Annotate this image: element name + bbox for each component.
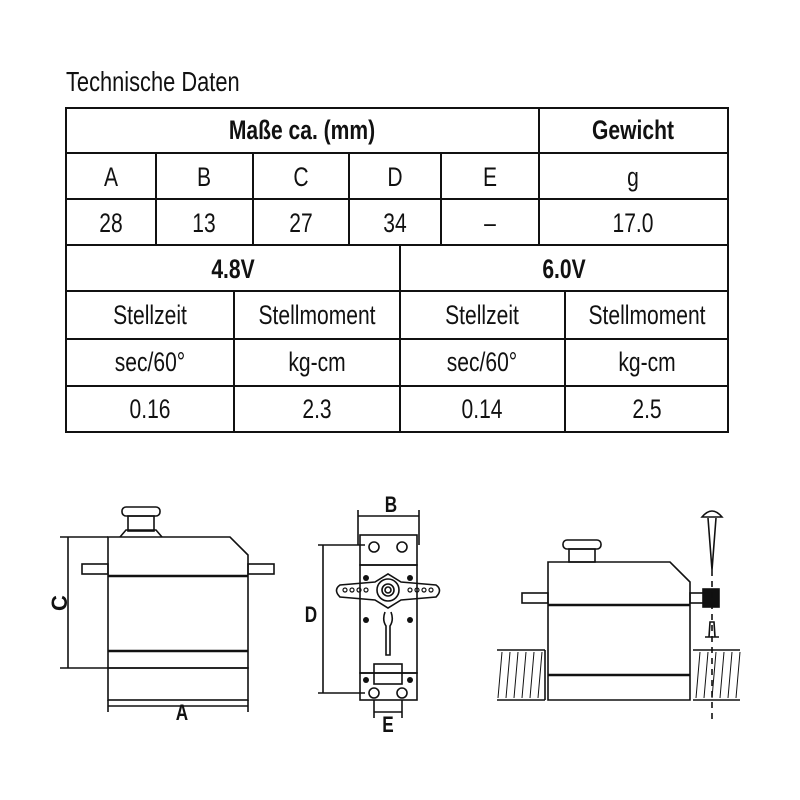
sub-header-4: Stellmoment [588,300,706,330]
value-4: 2.5 [632,394,662,424]
dim-col-b: B [196,162,212,192]
unit-3: sec/60° [446,347,518,377]
voltage-6-0: 6.0V [542,254,586,284]
dim-value-d: 34 [383,208,407,238]
page-title: Technische Daten [66,66,240,97]
label-d: D [304,602,318,627]
unit-1: sec/60° [114,347,186,377]
label-b: B [384,492,398,517]
sub-header-2: Stellmoment [258,300,376,330]
value-1: 0.16 [129,394,171,424]
servo-top-view [318,510,441,718]
dim-col-c: C [293,162,309,192]
dim-col-e: E [482,162,498,192]
servo-mounted-view [497,510,741,720]
sub-header-1: Stellzeit [113,300,187,330]
dim-col-a: A [103,162,119,192]
dim-value-c: 27 [289,208,313,238]
dim-value-b: 13 [192,208,216,238]
weight-header: Gewicht [592,115,674,145]
value-2: 2.3 [302,394,332,424]
value-3: 0.14 [461,394,503,424]
dim-col-d: D [387,162,403,192]
dims-header: Maße ca. (mm) [228,115,376,145]
weight-unit: g [627,162,639,192]
weight-value: 17.0 [612,208,654,238]
unit-4: kg-cm [618,347,676,377]
dim-value-a: 28 [99,208,123,238]
label-a: A [175,700,189,725]
dim-value-e: – [484,208,496,238]
servo-side-view [60,506,275,712]
label-e: E [382,712,394,737]
label-c: C [47,595,72,611]
voltage-4-8: 4.8V [211,254,255,284]
sub-header-3: Stellzeit [445,300,519,330]
unit-2: kg-cm [288,347,346,377]
